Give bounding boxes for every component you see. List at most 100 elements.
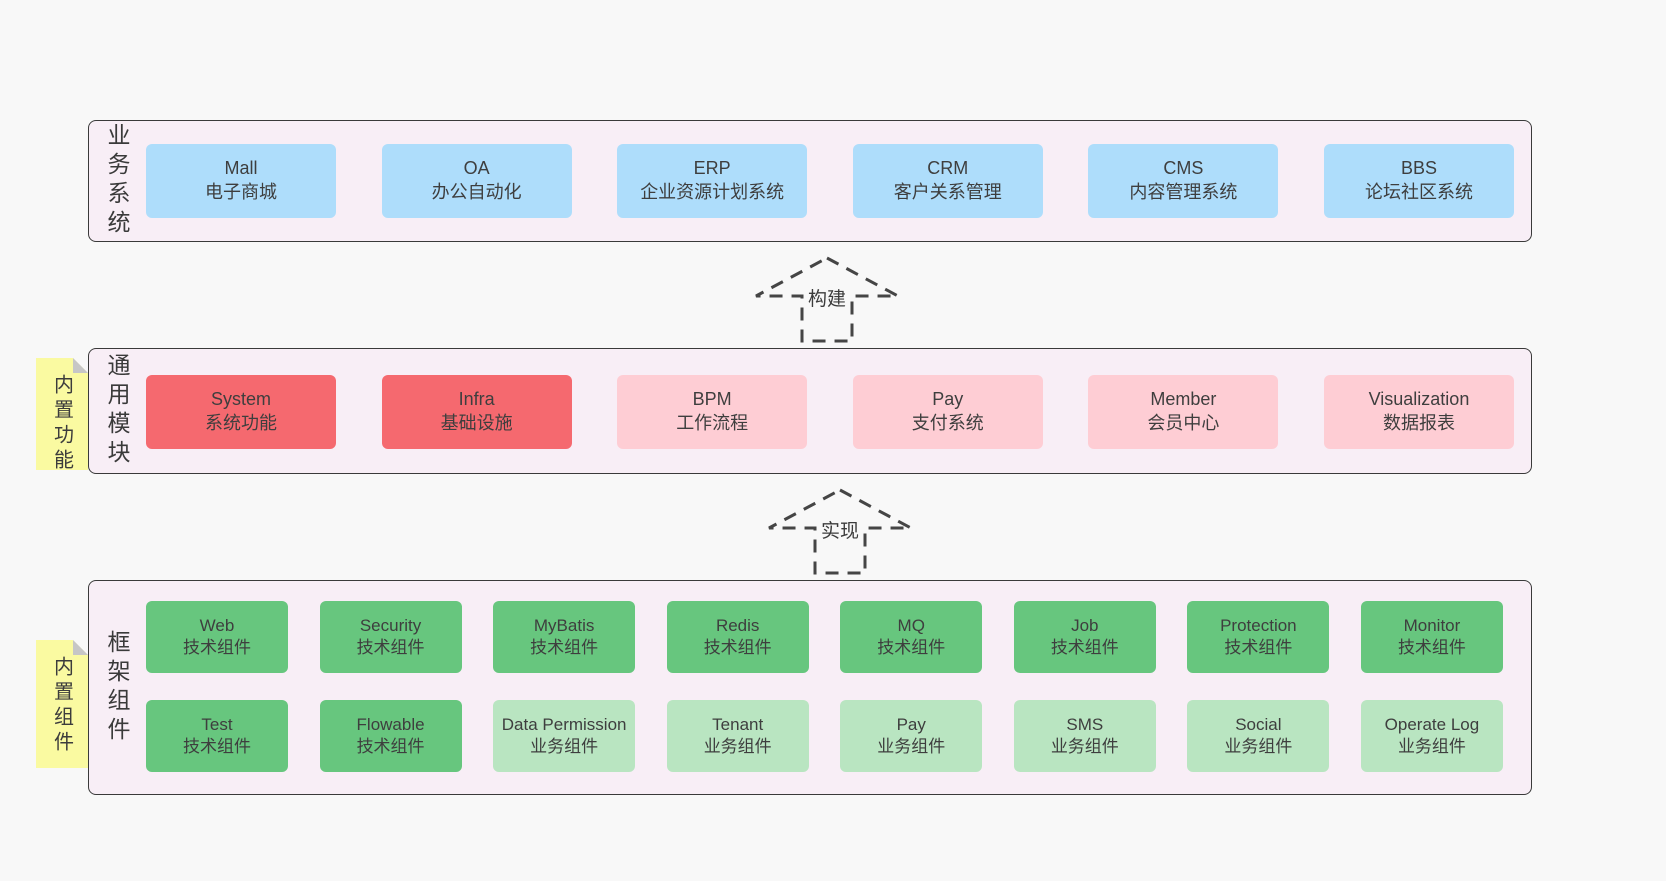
node-title: CMS xyxy=(1163,158,1204,179)
up-block-arrow-icon xyxy=(755,256,899,343)
node-subtitle: 业务组件 xyxy=(877,737,946,756)
node-mybatis: MyBatis 技术组件 xyxy=(493,601,636,673)
node-title: OA xyxy=(463,158,490,179)
node-subtitle: 技术组件 xyxy=(183,638,251,657)
node-subtitle: 办公自动化 xyxy=(431,182,522,202)
modules-row: System 系统功能 Infra 基础设施 BPM 工作流程 Pay 支付系统… xyxy=(146,375,1514,449)
node-crm: CRM 客户关系管理 xyxy=(852,144,1043,218)
node-title: Monitor xyxy=(1403,615,1461,635)
node-subtitle: 技术组件 xyxy=(530,638,599,657)
node-title: Mall xyxy=(224,158,258,179)
node-title: Pay xyxy=(896,714,926,734)
section-label: 框架组件 xyxy=(104,629,130,746)
node-title: Security xyxy=(359,615,422,635)
node-protection: Protection 技术组件 xyxy=(1187,601,1330,673)
components-row-1: Web 技术组件 Security 技术组件 MyBatis 技术组件 Redi… xyxy=(146,601,1503,673)
section-business-systems: 业务系统 Mall 电子商城 OA 办公自动化 ERP 企业资源计划系统 CRM… xyxy=(88,120,1532,242)
section-label: 通用模块 xyxy=(104,353,130,469)
section-framework-components: 框架组件 Web 技术组件 Security 技术组件 MyBatis 技术组件… xyxy=(88,580,1532,795)
arrow-implement: 实现 xyxy=(765,486,915,576)
node-title: Member xyxy=(1150,389,1217,410)
node-subtitle: 技术组件 xyxy=(1050,638,1119,657)
node-subtitle: 技术组件 xyxy=(1224,638,1293,657)
node-pay-component: Pay 业务组件 xyxy=(840,700,983,772)
node-title: BBS xyxy=(1400,158,1437,179)
node-title: Test xyxy=(201,714,233,734)
node-subtitle: 系统功能 xyxy=(205,413,277,433)
node-title: CRM xyxy=(927,158,969,179)
node-tenant: Tenant 业务组件 xyxy=(666,700,809,772)
node-subtitle: 电子商城 xyxy=(205,182,277,202)
node-subtitle: 技术组件 xyxy=(356,737,425,756)
node-title: System xyxy=(210,389,271,410)
node-redis: Redis 技术组件 xyxy=(666,601,809,673)
node-social: Social 业务组件 xyxy=(1187,700,1330,772)
node-sms: SMS 业务组件 xyxy=(1013,700,1156,772)
node-security: Security 技术组件 xyxy=(319,601,462,673)
sticky-note-built-in-features: 内置功能 xyxy=(36,358,88,474)
node-subtitle: 业务组件 xyxy=(1050,737,1119,756)
business-row: Mall 电子商城 OA 办公自动化 ERP 企业资源计划系统 CRM 客户关系… xyxy=(146,144,1514,218)
node-test: Test 技术组件 xyxy=(146,700,288,772)
node-subtitle: 技术组件 xyxy=(183,737,251,756)
node-data-permission: Data Permission 业务组件 xyxy=(493,700,636,772)
node-title: MQ xyxy=(897,615,925,635)
node-title: Redis xyxy=(715,615,760,635)
node-web: Web 技术组件 xyxy=(146,601,288,673)
node-title: BPM xyxy=(692,389,732,410)
node-subtitle: 会员中心 xyxy=(1147,413,1220,433)
node-subtitle: 内容管理系统 xyxy=(1129,182,1238,202)
section-common-modules: 通用模块 System 系统功能 Infra 基础设施 BPM 工作流程 Pay… xyxy=(88,348,1532,474)
node-subtitle: 论坛社区系统 xyxy=(1364,182,1473,202)
node-infra: Infra 基础设施 xyxy=(381,375,572,449)
node-subtitle: 工作流程 xyxy=(676,413,749,433)
node-oa: OA 办公自动化 xyxy=(381,144,572,218)
node-subtitle: 数据报表 xyxy=(1382,413,1455,433)
node-subtitle: 业务组件 xyxy=(1224,737,1293,756)
node-subtitle: 企业资源计划系统 xyxy=(640,182,785,202)
sticky-note-text: 内置功能 xyxy=(50,374,73,474)
node-subtitle: 业务组件 xyxy=(1397,737,1466,756)
node-subtitle: 基础设施 xyxy=(440,413,513,433)
node-title: Tenant xyxy=(712,714,764,734)
up-block-arrow-icon xyxy=(768,488,912,575)
node-title: Operate Log xyxy=(1384,714,1480,734)
node-system: System 系统功能 xyxy=(146,375,336,449)
node-monitor: Monitor 技术组件 xyxy=(1360,601,1503,673)
components-row-2: Test 技术组件 Flowable 技术组件 Data Permission … xyxy=(146,700,1503,772)
node-job: Job 技术组件 xyxy=(1013,601,1156,673)
node-flowable: Flowable 技术组件 xyxy=(319,700,462,772)
node-title: Visualization xyxy=(1368,389,1470,410)
node-operate-log: Operate Log 业务组件 xyxy=(1360,700,1503,772)
node-pay-module: Pay 支付系统 xyxy=(852,375,1043,449)
node-mq: MQ 技术组件 xyxy=(840,601,983,673)
node-mall: Mall 电子商城 xyxy=(146,144,336,218)
node-title: Social xyxy=(1235,714,1282,734)
node-title: Pay xyxy=(932,389,964,410)
node-subtitle: 客户关系管理 xyxy=(893,182,1002,202)
sticky-note-built-in-components: 内置组件 xyxy=(36,640,88,768)
node-subtitle: 技术组件 xyxy=(356,638,425,657)
node-bbs: BBS 论坛社区系统 xyxy=(1323,144,1514,218)
node-subtitle: 支付系统 xyxy=(911,413,984,433)
node-title: Web xyxy=(199,615,235,635)
node-visualization: Visualization 数据报表 xyxy=(1323,375,1514,449)
node-cms: CMS 内容管理系统 xyxy=(1088,144,1279,218)
node-title: Infra xyxy=(458,389,495,410)
node-subtitle: 技术组件 xyxy=(1397,638,1466,657)
arrow-label: 实现 xyxy=(817,516,863,543)
node-title: SMS xyxy=(1066,714,1104,734)
sticky-note-text: 内置组件 xyxy=(50,656,73,756)
node-bpm: BPM 工作流程 xyxy=(617,375,808,449)
node-title: Flowable xyxy=(356,714,425,734)
node-subtitle: 技术组件 xyxy=(703,638,772,657)
node-title: MyBatis xyxy=(533,615,595,635)
node-erp: ERP 企业资源计划系统 xyxy=(617,144,808,218)
arrow-label: 构建 xyxy=(804,284,850,311)
node-title: Job xyxy=(1071,615,1099,635)
node-subtitle: 业务组件 xyxy=(703,737,772,756)
node-title: Protection xyxy=(1220,615,1297,635)
section-label: 业务系统 xyxy=(104,123,130,239)
node-subtitle: 业务组件 xyxy=(530,737,599,756)
